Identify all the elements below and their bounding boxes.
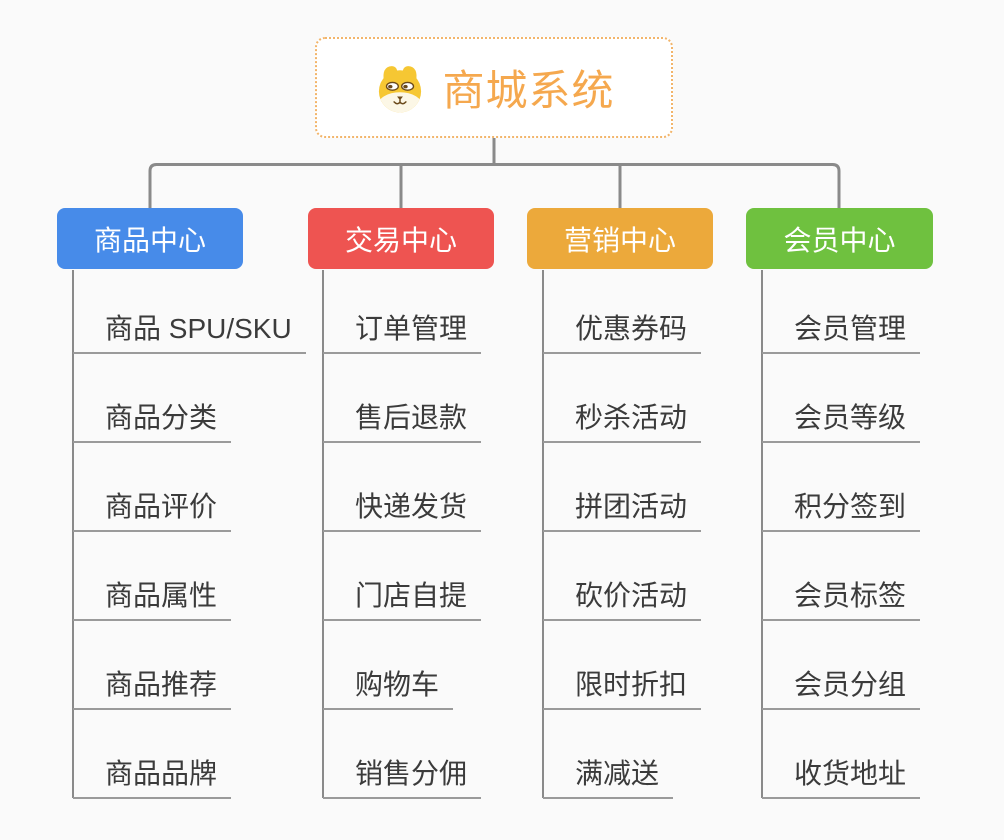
subtopic-column-members: 会员管理 会员等级 积分签到 会员标签 会员分组 收货地址: [762, 265, 921, 799]
sub-topic-label: 售后退款: [323, 402, 482, 443]
sub-topic-node[interactable]: 商品品牌: [73, 710, 306, 799]
category-label: 商品中心: [93, 224, 206, 256]
sub-topic-node[interactable]: 购物车: [323, 621, 481, 710]
category-node-marketing[interactable]: 营销中心: [527, 208, 713, 269]
category-node-products[interactable]: 商品中心: [57, 208, 243, 269]
sub-topic-node[interactable]: 积分签到: [762, 443, 921, 532]
sub-topic-label: 砍价活动: [543, 580, 702, 621]
category-node-trade[interactable]: 交易中心: [308, 208, 494, 269]
sub-topic-label: 商品分类: [73, 402, 232, 443]
sub-topic-node[interactable]: 快递发货: [323, 443, 482, 532]
branch-bus-line: [148, 163, 841, 209]
sub-topic-node[interactable]: 优惠券码: [543, 265, 702, 354]
sub-topic-label: 商品 SPU/SKU: [73, 313, 306, 354]
root-node-mall-system[interactable]: 商城系统: [315, 37, 673, 138]
sub-topic-node[interactable]: 售后退款: [323, 354, 482, 443]
sub-topic-node[interactable]: 销售分佣: [323, 710, 482, 799]
subtopic-column-products: 商品 SPU/SKU 商品分类 商品评价 商品属性 商品推荐 商品品牌: [73, 265, 306, 799]
sub-topic-label: 订单管理: [323, 313, 482, 354]
sub-topic-label: 商品品牌: [73, 758, 232, 799]
sub-topic-node[interactable]: 商品分类: [73, 354, 306, 443]
sub-topic-node[interactable]: 会员管理: [762, 265, 921, 354]
sub-topic-node[interactable]: 商品评价: [73, 443, 306, 532]
sub-topic-node[interactable]: 限时折扣: [543, 621, 702, 710]
sub-topic-node[interactable]: 砍价活动: [543, 532, 702, 621]
sub-topic-label: 满减送: [543, 758, 674, 799]
subtopic-column-marketing: 优惠券码 秒杀活动 拼团活动 砍价活动 限时折扣 满减送: [543, 265, 702, 799]
subtopic-column-trade: 订单管理 售后退款 快递发货 门店自提 购物车 销售分佣: [323, 265, 482, 799]
sub-topic-node[interactable]: 拼团活动: [543, 443, 702, 532]
sub-topic-label: 限时折扣: [543, 669, 702, 710]
sub-topic-node[interactable]: 订单管理: [323, 265, 482, 354]
sub-topic-label: 会员等级: [762, 402, 921, 443]
sub-topic-node[interactable]: 秒杀活动: [543, 354, 702, 443]
sub-topic-label: 购物车: [323, 669, 454, 710]
sub-topic-node[interactable]: 商品 SPU/SKU: [73, 265, 306, 354]
sub-topic-label: 会员标签: [762, 580, 921, 621]
root-node-label: 商城系统: [442, 67, 615, 114]
sub-topic-label: 商品属性: [73, 580, 232, 621]
category-node-members[interactable]: 会员中心: [746, 208, 933, 269]
sub-topic-label: 秒杀活动: [543, 402, 702, 443]
category-label: 交易中心: [344, 224, 457, 256]
sub-topic-label: 商品推荐: [73, 669, 232, 710]
sub-topic-node[interactable]: 会员标签: [762, 532, 921, 621]
sub-topic-label: 会员分组: [762, 669, 921, 710]
dog-face-icon: [379, 65, 422, 112]
category-label: 营销中心: [563, 224, 676, 256]
sub-topic-node[interactable]: 会员等级: [762, 354, 921, 443]
sub-topic-label: 门店自提: [323, 580, 482, 621]
sub-topic-node[interactable]: 商品推荐: [73, 621, 306, 710]
sub-topic-node[interactable]: 门店自提: [323, 532, 482, 621]
sub-topic-node[interactable]: 会员分组: [762, 621, 921, 710]
sub-topic-label: 会员管理: [762, 313, 921, 354]
sub-topic-label: 拼团活动: [543, 491, 702, 532]
sub-topic-node[interactable]: 商品属性: [73, 532, 306, 621]
category-label: 会员中心: [783, 224, 896, 256]
sub-topic-label: 积分签到: [762, 491, 921, 532]
sub-topic-label: 商品评价: [73, 491, 232, 532]
sub-topic-node[interactable]: 满减送: [543, 710, 701, 799]
sub-topic-label: 快递发货: [323, 491, 482, 532]
sub-topic-label: 优惠券码: [543, 313, 702, 354]
sub-topic-label: 销售分佣: [323, 758, 482, 799]
sub-topic-label: 收货地址: [762, 758, 921, 799]
sub-topic-node[interactable]: 收货地址: [762, 710, 921, 799]
